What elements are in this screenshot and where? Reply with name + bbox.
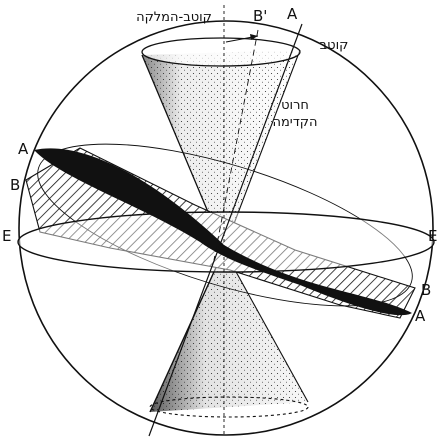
label-a-top: A (287, 5, 298, 23)
label-e-right: E (428, 227, 437, 245)
label-b-left: B (10, 176, 20, 194)
label-precession-line1: חרוט (281, 98, 309, 113)
label-ecliptic-pole: קוטב-המלקה (136, 10, 212, 25)
label-e-left: E (2, 227, 11, 245)
label-b-right: B (421, 281, 431, 299)
label-a-left: A (18, 140, 29, 158)
equatorial-plane (18, 212, 434, 272)
label-precession-line2: הקדימה (272, 115, 317, 130)
label-a-right: A (415, 307, 426, 325)
label-pole: קוטב (320, 38, 349, 53)
precession-cone-upper-rim (142, 38, 300, 66)
label-b-prime-top: B' (253, 7, 267, 25)
